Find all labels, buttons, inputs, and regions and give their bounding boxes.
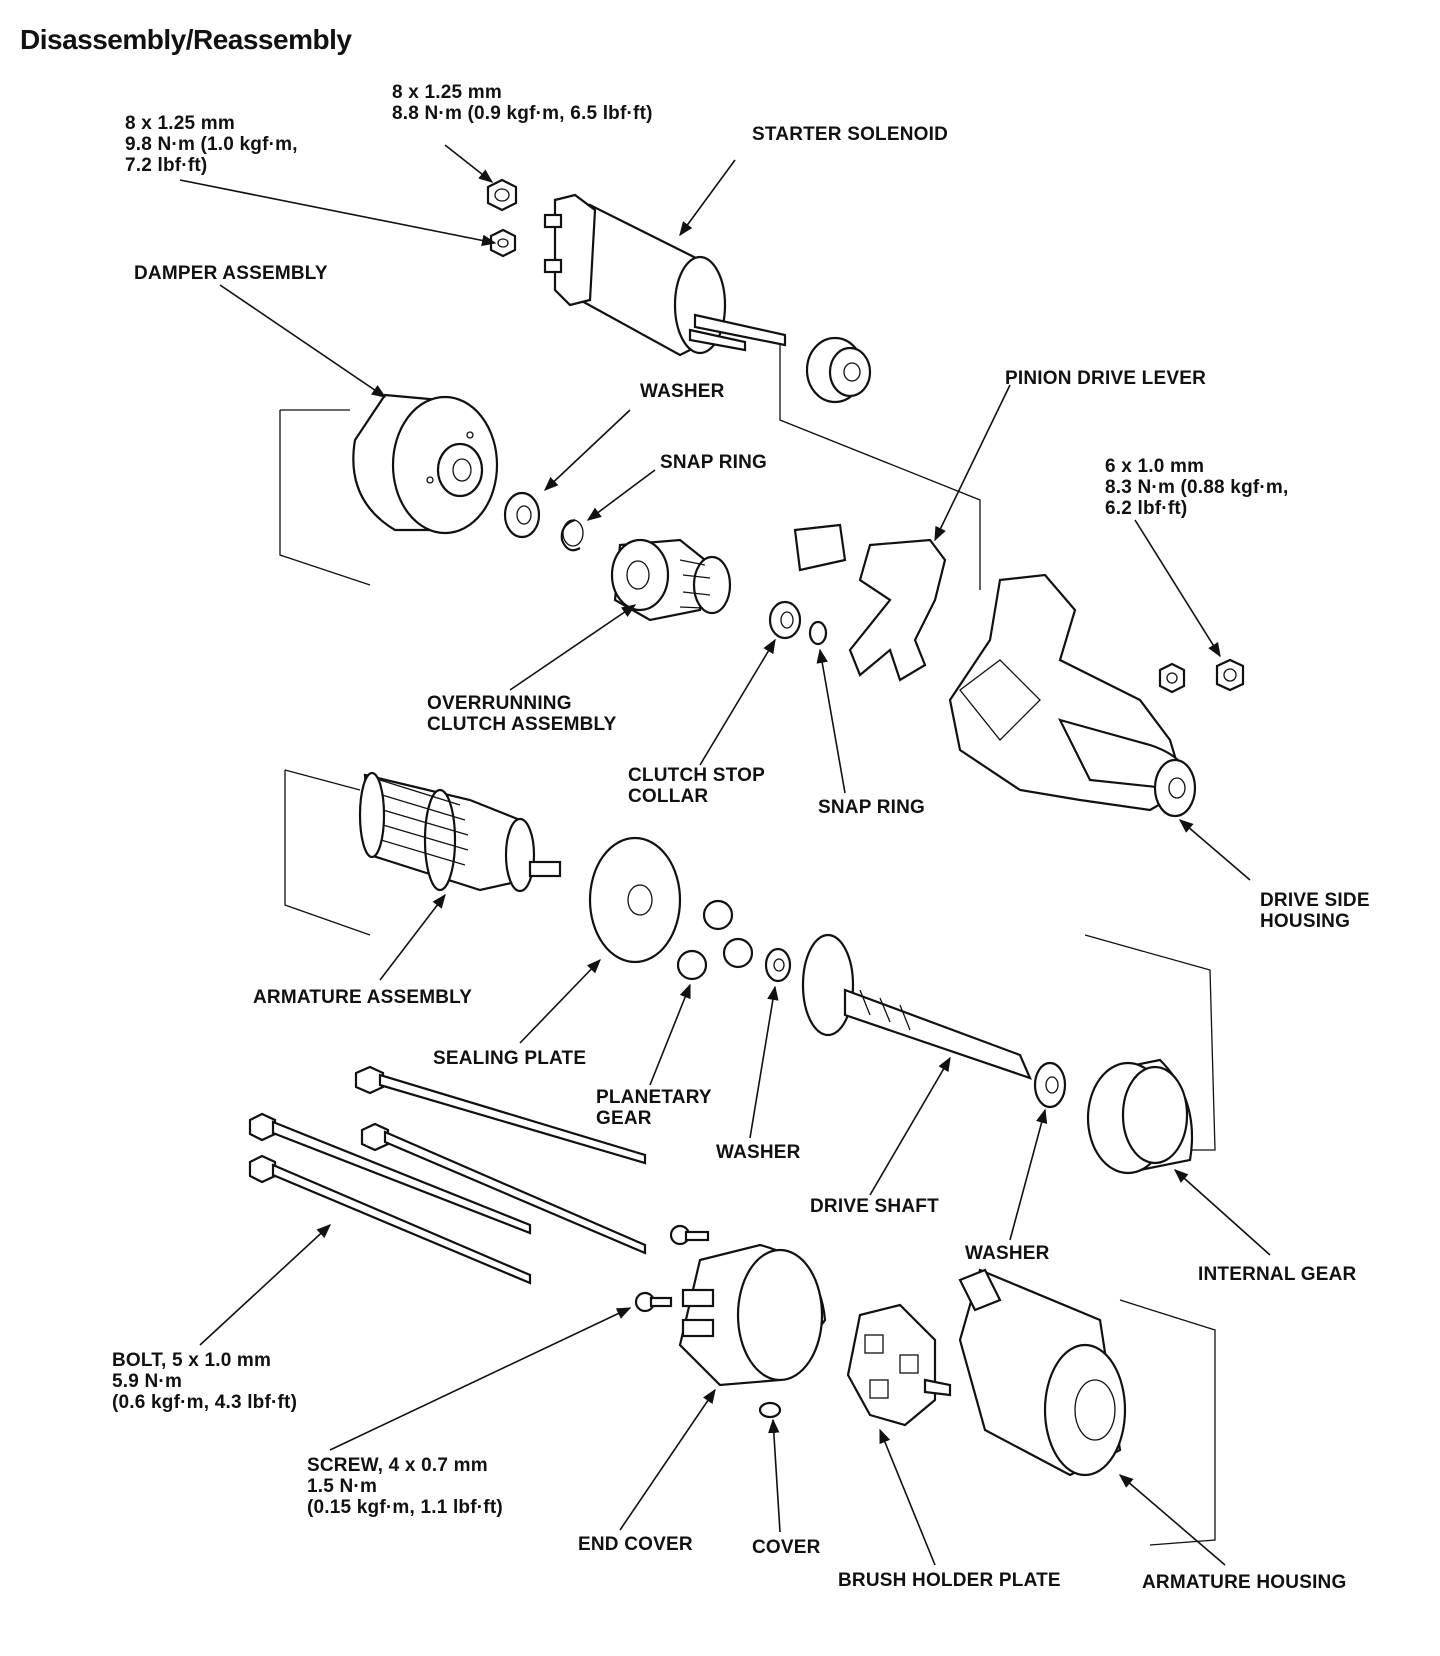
nut-upper-torque: 8.8 N·m (0.9 kgf·m, 6.5 lbf·ft) [392, 103, 653, 124]
nut-left-size: 8 x 1.25 mm [125, 113, 235, 134]
screw-torque-cont: (0.15 kgf·m, 1.1 lbf·ft) [307, 1497, 503, 1518]
bolt-3 [360, 1122, 647, 1255]
cover [758, 1401, 782, 1419]
nut-upper-size: 8 x 1.25 mm [392, 82, 502, 103]
armature-housing [923, 1268, 1127, 1477]
starter-solenoid [543, 193, 787, 357]
drive-shaft [801, 933, 1033, 1080]
brush-holder-plate [846, 1303, 937, 1427]
drive-shaft-label: DRIVE SHAFT [810, 1196, 939, 1217]
end-cover [678, 1243, 827, 1387]
bolt-torque: 5.9 N·m [112, 1371, 183, 1392]
nut-left-torque: 9.8 N·m (1.0 kgf·m, [125, 134, 298, 155]
snap-ring-2 [808, 620, 828, 646]
clutch-stop-collar-line-1: CLUTCH STOP [628, 765, 765, 786]
sealing-plate [588, 836, 682, 964]
drive-side-housing-label: DRIVE SIDE HOUSING [1260, 890, 1370, 932]
bolt-4 [248, 1154, 532, 1285]
washer-1-label: WASHER [640, 381, 725, 402]
cover-label: COVER [752, 1537, 821, 1558]
screw-size: SCREW, 4 x 0.7 mm [307, 1455, 488, 1476]
nut-upper-spec-label: 8 x 1.25 mm 8.8 N·m (0.9 kgf·m, 6.5 lbf·… [392, 82, 653, 124]
bolt-spec-label: BOLT, 5 x 1.0 mm 5.9 N·m (0.6 kgf·m, 4.3… [112, 1350, 297, 1413]
drive-side-housing-line-1: DRIVE SIDE [1260, 890, 1370, 911]
overrunning-clutch-label: OVERRUNNING CLUTCH ASSEMBLY [427, 693, 617, 735]
nut-left-spec-label: 8 x 1.25 mm 9.8 N·m (1.0 kgf·m, 7.2 lbf·… [125, 113, 298, 176]
drive-side-housing-line-2: HOUSING [1260, 911, 1351, 932]
drive-side-housing [948, 573, 1197, 818]
bolt-torque-cont: (0.6 kgf·m, 4.3 lbf·ft) [112, 1392, 298, 1413]
armature-assembly-label: ARMATURE ASSEMBLY [253, 987, 473, 1008]
snap-ring-1 [560, 518, 584, 552]
nut-right-torque-cont: 6.2 lbf·ft) [1105, 498, 1188, 519]
screw-torque: 1.5 N·m [307, 1476, 378, 1497]
bolt-1 [354, 1065, 647, 1165]
nut-right-size: 6 x 1.0 mm [1105, 456, 1205, 477]
nut-left-torque-cont: 7.2 lbf·ft) [125, 155, 208, 176]
end-cover-label: END COVER [578, 1534, 693, 1555]
screw-1 [669, 1224, 710, 1246]
clutch-stop-collar [768, 600, 802, 640]
planetary-gear-line-1: PLANETARY [596, 1087, 712, 1108]
overrunning-clutch-assembly [610, 538, 732, 622]
nut-right-torque: 8.3 N·m (0.88 kgf·m, [1105, 477, 1289, 498]
overrunning-clutch-line-1: OVERRUNNING [427, 693, 572, 714]
washer-3 [1033, 1061, 1067, 1109]
washer-3-label: WASHER [965, 1243, 1050, 1264]
clutch-stop-collar-line-2: COLLAR [628, 786, 709, 807]
snap-ring-1-label: SNAP RING [660, 452, 768, 473]
leader-lines [179, 144, 1271, 1566]
screw-spec-label: SCREW, 4 x 0.7 mm 1.5 N·m (0.15 kgf·m, 1… [307, 1455, 503, 1518]
overrunning-clutch-line-2: CLUTCH ASSEMBLY [427, 714, 617, 735]
pinion-drive-lever [793, 523, 947, 682]
internal-gear [1086, 1058, 1194, 1175]
damper-assembly-label: DAMPER ASSEMBLY [134, 263, 328, 284]
planetary-gear-label: PLANETARY GEAR [596, 1087, 712, 1129]
armature-assembly [358, 771, 562, 893]
nut-lower [489, 228, 517, 258]
planetary-gear-line-2: GEAR [596, 1108, 652, 1129]
screw-2 [634, 1291, 673, 1313]
nut-right-spec-label: 6 x 1.0 mm 8.3 N·m (0.88 kgf·m, 6.2 lbf·… [1105, 456, 1289, 519]
starter-solenoid-label: STARTER SOLENOID [752, 124, 949, 145]
washer-2-label: WASHER [716, 1142, 801, 1163]
damper-assembly [352, 393, 499, 535]
nut-right-1 [1158, 662, 1186, 694]
bolt-size: BOLT, 5 x 1.0 mm [112, 1350, 272, 1371]
nut-upper [486, 178, 518, 212]
snap-ring-2-label: SNAP RING [818, 797, 926, 818]
planetary-gears [676, 899, 754, 981]
washer-1 [503, 491, 541, 539]
pinion-drive-lever-label: PINION DRIVE LEVER [1005, 368, 1207, 389]
nut-right-2 [1215, 658, 1245, 692]
page-title: Disassembly/Reassembly [20, 24, 352, 55]
clutch-stop-collar-label: CLUTCH STOP COLLAR [628, 765, 765, 807]
brush-holder-plate-label: BRUSH HOLDER PLATE [838, 1570, 1061, 1591]
plunger-boot [805, 336, 872, 404]
bolt-2 [248, 1112, 532, 1235]
internal-gear-label: INTERNAL GEAR [1198, 1264, 1357, 1285]
washer-2 [764, 947, 792, 983]
armature-housing-label: ARMATURE HOUSING [1142, 1572, 1347, 1593]
sealing-plate-label: SEALING PLATE [433, 1048, 587, 1069]
